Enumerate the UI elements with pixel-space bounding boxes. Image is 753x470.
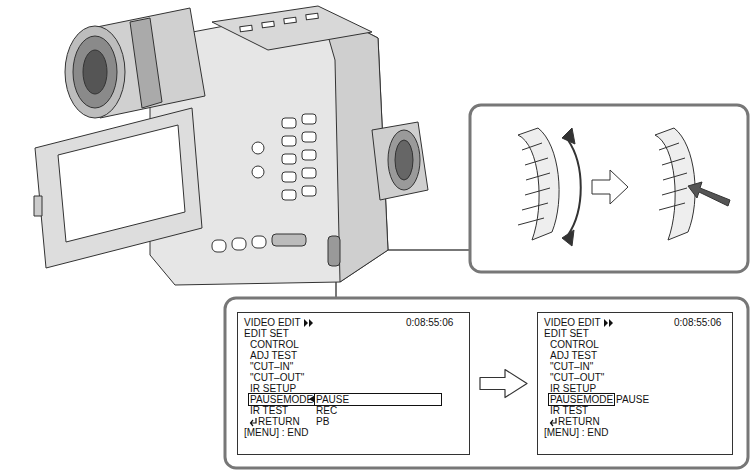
menu-text: PAUSE: [314, 393, 442, 406]
menu-text: "CUT–IN": [550, 361, 593, 372]
screen-frame: [225, 298, 748, 468]
return-icon: [249, 417, 258, 427]
menu-text: "CUT–OUT": [250, 372, 304, 383]
dial-detail: [518, 128, 730, 246]
return-icon: [251, 418, 257, 426]
menu-text: PB: [316, 416, 329, 427]
menu-text: RETURN: [258, 416, 300, 427]
edit-icon: [303, 318, 315, 328]
menu-text: EDIT SET: [544, 328, 589, 339]
camcorder: [34, 6, 428, 285]
menu-screen: VIDEO EDIT 0:08:55:06EDIT SETCONTROLADJ T…: [237, 312, 470, 455]
menu-text: CONTROL: [250, 339, 299, 350]
menu-text: 0:08:55:06: [406, 317, 453, 328]
menu-text: [MENU] : END: [244, 427, 308, 438]
menu-text: PAUSEMODE: [548, 393, 615, 406]
return-icon: [549, 417, 558, 427]
menu-text: "CUT–OUT": [550, 372, 604, 383]
menu-text: ADJ TEST: [550, 350, 597, 361]
flow-arrow: [480, 370, 527, 398]
detail-frame: [470, 105, 748, 272]
menu-text: RETURN: [558, 416, 600, 427]
menu-text: IR TEST: [550, 405, 588, 416]
menu-text: IR TEST: [250, 405, 288, 416]
menu-text: [MENU] : END: [544, 427, 608, 438]
menu-text: PAUSE: [616, 394, 649, 405]
menu-text: "CUT–IN": [250, 361, 293, 372]
menu-text: VIDEO EDIT: [244, 317, 301, 328]
menu-text: REC: [316, 405, 337, 416]
menu-text: ADJ TEST: [250, 350, 297, 361]
menu-screen: VIDEO EDIT 0:08:55:06EDIT SETCONTROLADJ T…: [537, 312, 733, 455]
edit-icon: [604, 319, 613, 327]
menu-text: EDIT SET: [244, 328, 289, 339]
edit-icon: [603, 318, 615, 328]
menu-text: VIDEO EDIT: [544, 317, 601, 328]
menu-text: 0:08:55:06: [674, 317, 721, 328]
edit-icon: [304, 319, 313, 327]
return-icon: [551, 418, 557, 426]
menu-text: PAUSEMODE: [248, 393, 315, 406]
menu-text: CONTROL: [550, 339, 599, 350]
